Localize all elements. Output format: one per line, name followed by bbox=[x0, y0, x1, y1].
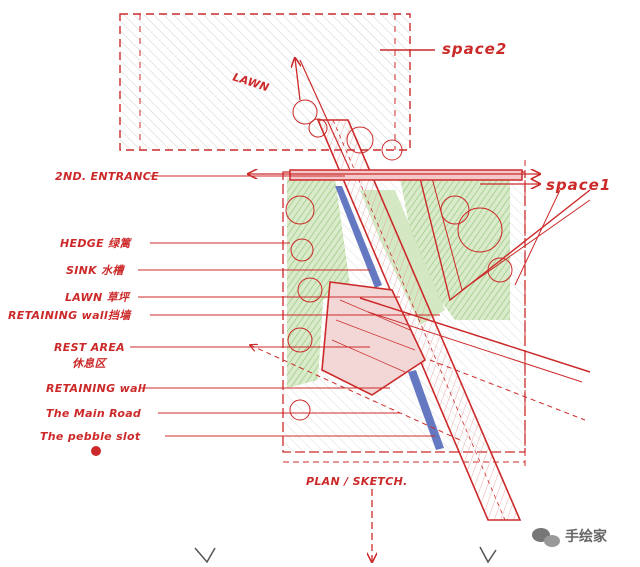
pebble-slot-label: The pebble slot bbox=[40, 430, 141, 443]
hedge-right bbox=[400, 178, 510, 320]
retaining-wall-label-2: RETAINING wall bbox=[46, 382, 146, 395]
leader-lines bbox=[130, 175, 440, 437]
lawn-label: LAWN 草坪 bbox=[65, 291, 131, 304]
second-entrance-band bbox=[248, 170, 540, 181]
space1-label: space1 bbox=[546, 176, 611, 194]
hedge-label: HEDGE 绿篱 bbox=[60, 237, 132, 250]
main-road bbox=[299, 59, 522, 521]
entrance-label: 2ND. ENTRANCE bbox=[55, 170, 159, 183]
wechat-icon bbox=[532, 528, 560, 547]
watermark: 手绘家 bbox=[532, 528, 608, 547]
trees bbox=[285, 99, 513, 421]
rest-area-cn-label: 休息区 bbox=[72, 357, 108, 370]
watermark-text: 手绘家 bbox=[565, 528, 608, 545]
pebble-slot bbox=[408, 370, 444, 450]
cross-walkway bbox=[359, 297, 591, 373]
sink-label: SINK 水槽 bbox=[66, 264, 125, 277]
north-arrow bbox=[295, 58, 300, 101]
space2-label: space2 bbox=[442, 40, 507, 58]
retaining-wall-label-1: RETAINING wall挡墙 bbox=[8, 309, 132, 322]
hedge-left bbox=[287, 178, 350, 388]
plan-sketch-label: PLAN / SKETCH. bbox=[306, 475, 408, 488]
sink-water-channel bbox=[335, 186, 382, 288]
main-road-label: The Main Road bbox=[46, 407, 141, 420]
rest-area-label: REST AREA bbox=[54, 341, 125, 354]
